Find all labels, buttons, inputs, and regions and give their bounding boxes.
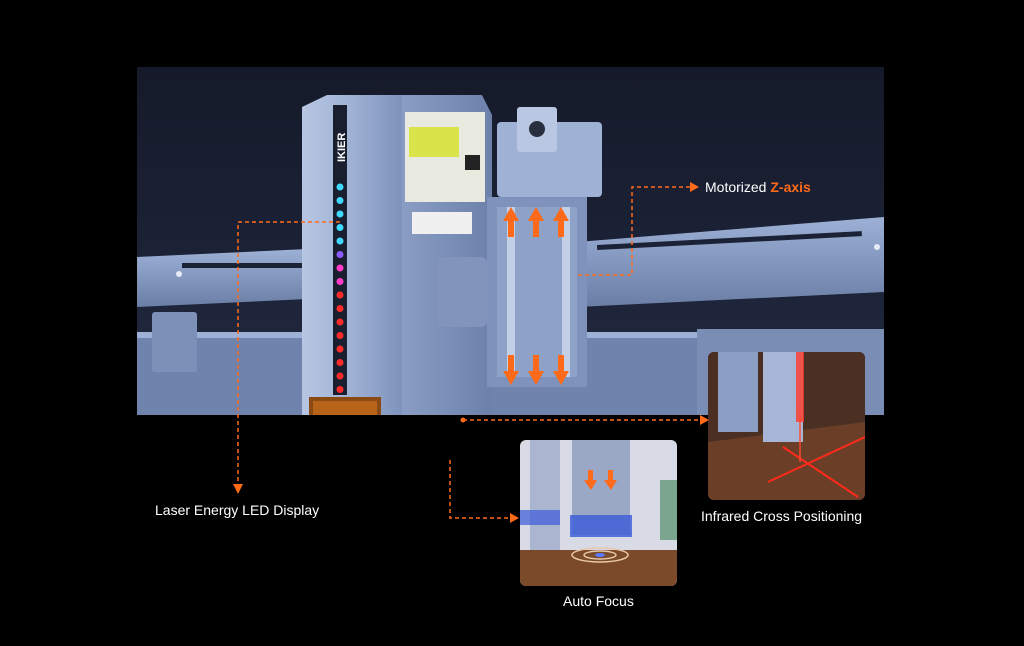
auto-focus-leader	[449, 460, 510, 519]
rail-left	[137, 249, 307, 307]
laser-module-body	[302, 95, 492, 415]
led-dot	[336, 224, 344, 231]
led-arrowhead	[233, 484, 243, 494]
led-dot	[336, 183, 344, 191]
led-dot	[336, 332, 344, 339]
led-dot	[336, 359, 344, 366]
led-display-label: Laser Energy LED Display	[155, 502, 320, 518]
led-dot	[336, 197, 344, 204]
led-dot	[336, 210, 344, 218]
z-axis-label-highlight: Z-axis	[770, 179, 811, 195]
infrared-label: Infrared Cross Positioning	[701, 508, 863, 524]
led-dot	[336, 278, 344, 285]
led-dot	[336, 291, 344, 299]
led-dot	[336, 372, 344, 380]
led-dot	[336, 237, 344, 245]
infrared-inset	[708, 352, 865, 500]
infrared-inset-image	[708, 352, 865, 500]
z-axis-arrows	[503, 207, 569, 385]
led-dot	[336, 264, 344, 272]
auto-focus-arrowhead	[510, 513, 519, 523]
led-dot	[336, 251, 344, 258]
auto-focus-label: Auto Focus	[563, 593, 634, 609]
auto-focus-inset	[520, 440, 677, 586]
led-dot	[336, 318, 344, 326]
brand-logo: IKIER	[336, 133, 348, 162]
z-axis-label-prefix: Motorized	[705, 179, 771, 195]
z-axis-label: Motorized Z-axis	[705, 179, 811, 195]
led-dot	[336, 386, 344, 393]
led-dot	[336, 305, 344, 312]
rail-right	[577, 217, 884, 307]
auto-focus-inset-image	[520, 440, 677, 586]
led-dot	[336, 345, 344, 353]
